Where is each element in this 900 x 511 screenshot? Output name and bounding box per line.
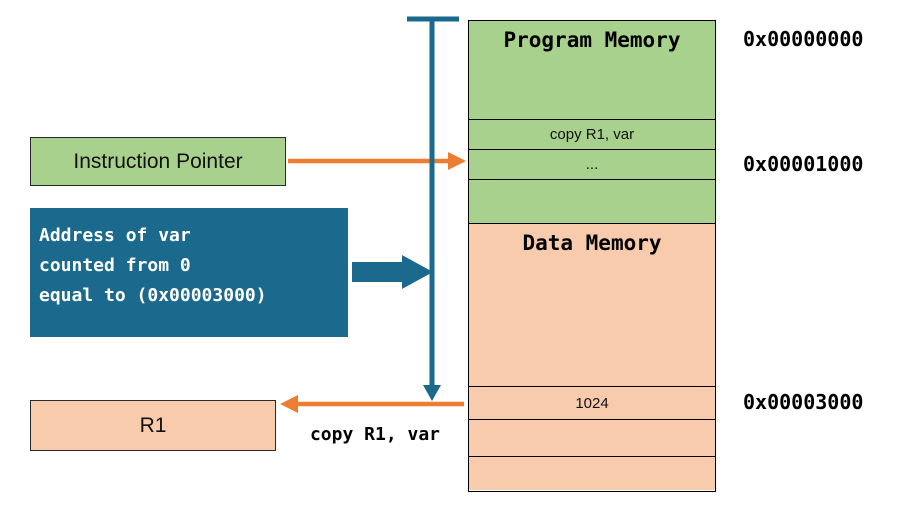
memory-cell-var-text: 1024 [575,394,609,412]
address-note-box: Address of var counted from 0 equal to (… [30,208,348,337]
address-note-line1: Address of var [39,225,191,246]
copy-instruction-label: copy R1, var [309,424,441,445]
data-memory-section: Data Memory [469,223,715,386]
address-label-program-start: 0x00000000 [743,27,864,51]
data-memory-title: Data Memory [522,231,662,255]
instruction-pointer-label: Instruction Pointer [73,149,243,173]
memory-cell-instruction: copy R1, var [469,119,715,149]
program-memory-title: Program Memory [503,28,681,52]
address-label-var: 0x00003000 [743,390,864,414]
address-note-line3: equal to (0x00003000) [39,285,267,306]
instruction-pointer-box: Instruction Pointer [30,137,286,186]
address-note-line2: counted from 0 [39,255,191,276]
memory-column: Program Memory copy R1, var ... Data Mem… [468,20,716,492]
note-arrow [352,255,433,289]
ip-arrow [288,152,466,170]
address-label-instruction: 0x00001000 [743,152,864,176]
address-pointer-line [407,16,459,401]
program-memory-section: Program Memory [469,21,715,119]
memory-cell-empty-data-2 [469,456,715,490]
register-r1-box: R1 [30,400,276,451]
memory-cell-ellipsis: ... [469,149,715,179]
register-r1-label: R1 [139,413,167,437]
memory-cell-empty-program [469,179,715,223]
memory-cell-ellipsis-text: ... [585,156,599,173]
memory-cell-instruction-text: copy R1, var [549,126,635,143]
memory-cell-empty-data-1 [469,419,715,456]
copy-to-r1-arrow [280,395,464,413]
memory-cell-var: 1024 [469,386,715,419]
